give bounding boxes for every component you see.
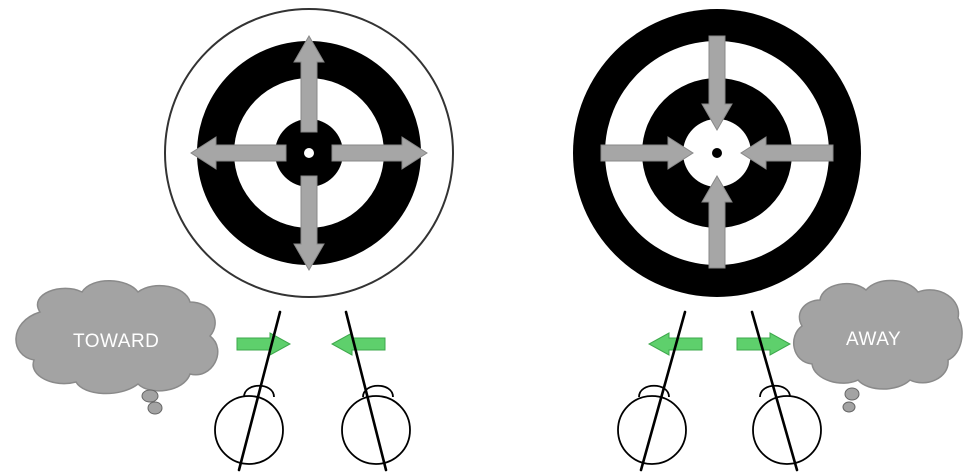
eye-icon xyxy=(753,386,821,464)
green-arrows xyxy=(237,333,790,355)
eye-icon xyxy=(342,386,410,464)
eyes xyxy=(215,386,821,464)
sight-lines xyxy=(239,312,797,470)
green-arrow-right-icon xyxy=(237,333,290,355)
eye-icon xyxy=(618,386,686,464)
toward-label: TOWARD xyxy=(73,331,159,353)
away-label: AWAY xyxy=(846,329,901,351)
eye-icon xyxy=(215,386,283,464)
green-arrow-left-icon xyxy=(332,333,385,355)
